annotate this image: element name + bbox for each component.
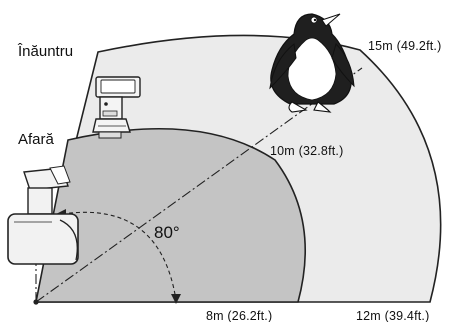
flash-unit-icon (92, 76, 141, 139)
penguin-icon (269, 13, 355, 113)
distance-label-15m: 15m (49.2ft.) (368, 39, 441, 53)
angle-arc (61, 211, 177, 301)
angle-arc-arrowhead-bottom (171, 294, 181, 304)
distance-label-10m: 10m (32.8ft.) (270, 144, 343, 158)
outdoor-label: Afară (18, 131, 55, 148)
flash-unit-side-icon (7, 165, 79, 265)
angle-label: 80° (154, 223, 180, 242)
origin-point (33, 299, 39, 305)
distance-label-8m: 8m (26.2ft.) (206, 309, 272, 322)
distance-label-12m: 12m (39.4ft.) (356, 309, 429, 322)
indoor-label: Înăuntru (17, 43, 73, 60)
dash-dot-diagonal (35, 67, 363, 303)
